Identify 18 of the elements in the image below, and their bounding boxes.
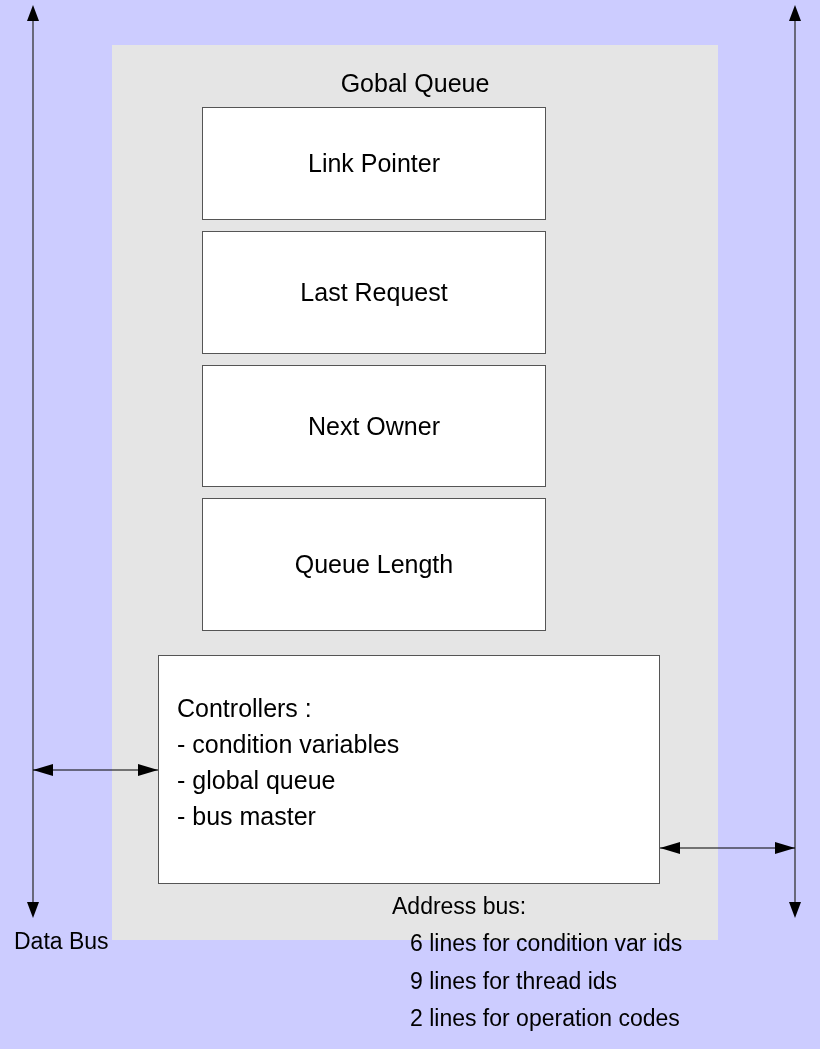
- double-arrow: [32, 764, 159, 776]
- bus-note: 6 lines for condition var ids: [410, 930, 683, 957]
- register-box: Last Request: [202, 231, 546, 354]
- list-item: - condition variables: [177, 730, 400, 759]
- bus-line: [789, 5, 801, 918]
- bus-label: Data Bus: [14, 928, 109, 955]
- double-arrow: [659, 842, 796, 854]
- bus-note: 2 lines for operation codes: [410, 1005, 680, 1032]
- panel-title: Gobal Queue: [339, 69, 491, 98]
- register-box: Link Pointer: [202, 107, 546, 220]
- bus-line: [27, 5, 39, 918]
- bus-note: 9 lines for thread ids: [410, 968, 618, 995]
- register-box: Next Owner: [202, 365, 546, 487]
- list-item: - global queue: [177, 766, 336, 795]
- register-box: Queue Length: [202, 498, 546, 631]
- bus-label: Address bus:: [392, 893, 527, 920]
- heading-text: Controllers :: [177, 694, 312, 723]
- list-item: - bus master: [177, 802, 316, 831]
